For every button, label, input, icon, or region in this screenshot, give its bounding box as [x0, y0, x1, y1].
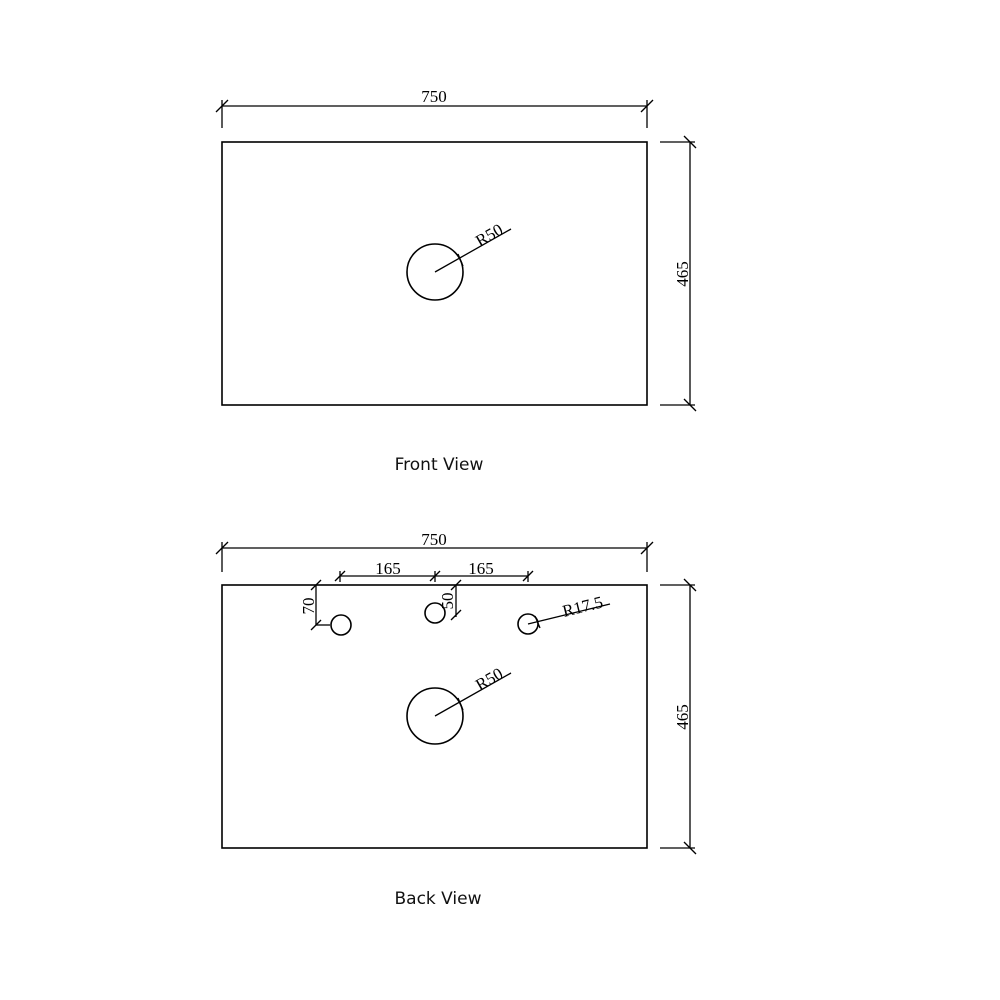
- back-spacing-left-label: 165: [375, 559, 401, 578]
- back-width-label: 750: [421, 530, 447, 549]
- back-offset-left-dimension: 70: [299, 579, 330, 631]
- front-width-dimension: 750: [215, 87, 654, 128]
- back-view-caption: Back View: [394, 889, 481, 909]
- front-view: 750 R50 465 Front View: [215, 87, 697, 475]
- back-height-label: 465: [673, 704, 692, 730]
- front-basin-radius-label: R50: [472, 220, 506, 251]
- back-basin-radius-leader: [434, 672, 512, 717]
- back-tap-radius-leader: [527, 603, 611, 629]
- back-tap-spacing-dimension: 165 165: [334, 559, 534, 582]
- back-height-dimension: 465: [660, 578, 697, 855]
- back-tap-hole-left: [330, 614, 352, 636]
- back-basin-hole: [406, 687, 464, 745]
- back-width-dimension: 750: [215, 530, 654, 572]
- back-offset-center-label: 50: [438, 593, 457, 610]
- back-spacing-right-label: 165: [468, 559, 494, 578]
- back-basin-radius-label: R50: [472, 664, 506, 695]
- front-height-label: 465: [673, 261, 692, 287]
- back-tap-radius-label: R17.5: [560, 592, 604, 620]
- back-offset-center-dimension: 50: [438, 579, 462, 621]
- front-slab-outline: [221, 141, 648, 406]
- front-basin-radius-leader: [434, 228, 512, 273]
- front-view-caption: Front View: [395, 455, 484, 475]
- front-basin-hole: [406, 243, 464, 301]
- back-offset-left-label: 70: [299, 598, 318, 615]
- back-slab-outline: [221, 584, 648, 849]
- back-tap-hole-center: [424, 602, 446, 624]
- back-view: 750 165 165 70 50: [215, 530, 697, 909]
- front-width-label: 750: [421, 87, 447, 106]
- front-height-dimension: 465: [660, 135, 697, 412]
